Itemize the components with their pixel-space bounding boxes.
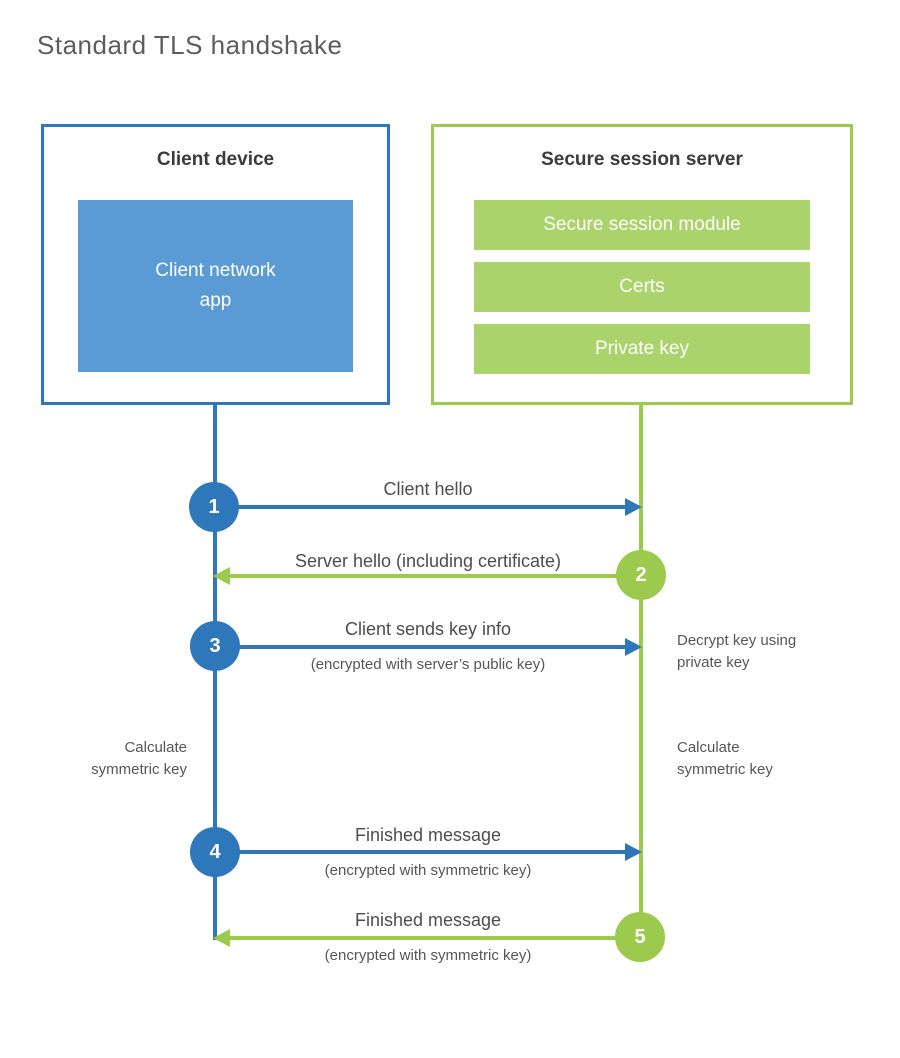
server-lifeline <box>639 405 643 962</box>
step-2-arrow-line <box>229 574 641 578</box>
step-4-label: Finished message <box>354 825 502 845</box>
server-module-secure-session-module: Secure session module <box>474 200 810 250</box>
step-4-badge: 4 <box>190 827 240 877</box>
step-2-badge: 2 <box>616 550 666 600</box>
step-1-arrowhead-right-icon <box>625 498 642 516</box>
secure-session-server-title: Secure session server <box>541 149 743 170</box>
page-title: Standard TLS handshake <box>37 30 343 60</box>
server-module-certs: Certs <box>474 262 810 312</box>
step-2-arrowhead-left-icon <box>213 567 230 585</box>
client-network-app-box: Client network app <box>78 200 353 372</box>
step-1-badge: 1 <box>189 482 239 532</box>
note-server-calculate-symmetric-key: Calculate symmetric key <box>677 739 773 778</box>
note-client-calculate-symmetric-key: Calculate symmetric key <box>91 739 187 778</box>
step-2-label: Server hello (including certificate) <box>294 551 562 571</box>
step-4-sublabel: (encrypted with symmetric key) <box>324 862 532 879</box>
step-1-label: Client hello <box>383 479 473 499</box>
step-5-arrowhead-left-icon <box>213 929 230 947</box>
step-3-badge: 3 <box>190 621 240 671</box>
note-decrypt-key-using-private-key: Decrypt key using private key <box>677 632 797 671</box>
step-5-label: Finished message <box>354 910 502 930</box>
step-3-arrowhead-right-icon <box>625 638 642 656</box>
client-lifeline <box>213 405 217 940</box>
client-device-title: Client device <box>156 149 275 170</box>
step-5-sublabel: (encrypted with symmetric key) <box>324 947 532 964</box>
step-3-sublabel: (encrypted with server’s public key) <box>310 656 546 673</box>
step-5-arrow-line <box>229 936 641 940</box>
step-5-badge: 5 <box>615 912 665 962</box>
step-1-arrow-line <box>215 505 626 509</box>
step-4-arrow-line <box>215 850 626 854</box>
step-4-arrowhead-right-icon <box>625 843 642 861</box>
server-module-private-key: Private key <box>474 324 810 374</box>
step-3-arrow-line <box>215 645 626 649</box>
step-3-label: Client sends key info <box>344 619 512 639</box>
